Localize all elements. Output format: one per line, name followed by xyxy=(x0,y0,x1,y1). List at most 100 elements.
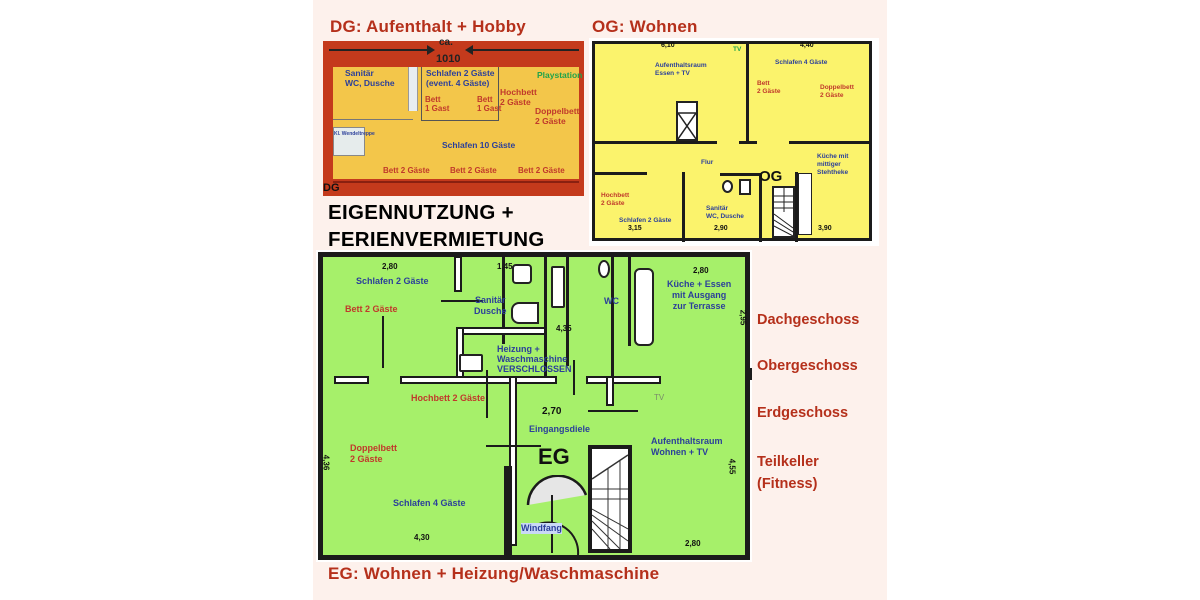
eg-wall xyxy=(611,256,614,406)
legend-obergeschoss: Obergeschoss xyxy=(757,358,858,374)
og-bett-2: Bett 2 Gäste xyxy=(757,80,781,95)
eg-wall xyxy=(441,300,483,302)
title-line-2: FERIENVERMIETUNG xyxy=(328,228,545,251)
dg-bett-2a: Bett 2 Gäste xyxy=(383,166,430,175)
dg-tag: DG xyxy=(323,182,340,194)
og-wall xyxy=(720,173,760,176)
eg-wall xyxy=(628,256,631,346)
dg-spiral-stair xyxy=(333,127,365,156)
eg-door-line xyxy=(588,410,638,412)
dg-partition xyxy=(421,120,499,121)
og-wall xyxy=(739,141,757,144)
eg-room-aufenthalt: Aufenthaltsraum Wohnen + TV xyxy=(651,436,723,457)
eg-washing-machine-icon xyxy=(459,354,483,372)
eg-room-wc: WC xyxy=(604,296,619,306)
eg-dim-right-side: 4,55 xyxy=(727,458,737,475)
og-room-schlafen-4: Schlafen 4 Gäste xyxy=(775,59,828,66)
eg-wall xyxy=(502,256,505,344)
eg-sink-icon xyxy=(512,264,532,284)
og-tag: OG xyxy=(759,168,783,185)
eg-wall xyxy=(586,376,661,384)
og-dim-5: 3,90 xyxy=(818,225,832,232)
og-room-aufenthalt: Aufenthaltsraum Essen + TV xyxy=(655,62,707,77)
eg-room-windfang: Windfang xyxy=(521,523,562,534)
og-sink-icon xyxy=(739,179,751,195)
dimension-ca: ca. xyxy=(439,37,453,48)
og-heading: OG: Wohnen xyxy=(592,17,698,36)
og-staircase xyxy=(772,186,795,238)
eg-windfang-area xyxy=(522,474,588,556)
dimension-line-left xyxy=(329,49,429,51)
eg-wall xyxy=(454,256,462,292)
og-dim-1: 6,10 xyxy=(661,42,675,49)
legend-dachgeschoss: Dachgeschoss xyxy=(757,312,860,328)
og-wall xyxy=(746,44,749,141)
eg-hochbett: Hochbett 2 Gäste xyxy=(411,393,486,403)
eg-wall xyxy=(456,327,546,335)
eg-doppelbett: Doppelbett 2 Gäste xyxy=(350,443,397,464)
dg-floorplan: ca. 1010 DG xyxy=(323,37,584,196)
dg-wall-window xyxy=(408,67,418,111)
og-flur: Flur xyxy=(701,159,714,166)
eg-door-line xyxy=(382,316,384,368)
stairs-icon xyxy=(774,188,793,236)
og-dim-2: 4,40 xyxy=(800,42,814,49)
eg-door-line xyxy=(486,370,488,418)
eg-wall-stub xyxy=(746,368,752,380)
eg-wall xyxy=(566,256,569,366)
eg-kitchen-counter xyxy=(634,268,654,346)
eg-staircase xyxy=(588,445,632,553)
dg-partition xyxy=(498,67,499,121)
eg-wall xyxy=(400,376,557,384)
og-room-sanitaer: Sanitär WC, Dusche xyxy=(706,205,744,220)
eg-dim-top-left: 2,80 xyxy=(382,262,398,271)
dg-floor-area xyxy=(333,67,579,179)
legend-erdgeschoss: Erdgeschoss xyxy=(757,405,849,421)
eg-dim-bath: 4,35 xyxy=(556,324,572,333)
eg-dim-top-right: 2,80 xyxy=(693,266,709,275)
eg-wall xyxy=(606,376,614,406)
eg-room-eingangsdiele: Eingangsdiele xyxy=(529,424,591,434)
arrow-right-icon xyxy=(427,45,435,55)
og-wall xyxy=(592,172,647,175)
eg-shower-tray xyxy=(511,302,539,324)
dg-bett-2c: Bett 2 Gäste xyxy=(518,166,565,175)
og-wall xyxy=(795,172,798,242)
eg-tv: TV xyxy=(654,393,665,402)
og-wall xyxy=(789,141,872,144)
eg-dim-left-side: 4,36 xyxy=(321,454,331,471)
dg-bett-1b: Bett 1 Gast xyxy=(477,95,502,113)
eg-wall xyxy=(509,376,517,546)
eg-bathtub-icon xyxy=(551,266,565,308)
og-doppelbett: Doppelbett 2 Gäste xyxy=(820,84,854,99)
dimension-1010: 1010 xyxy=(436,53,461,65)
og-room-kueche: Küche mit mittiger Stehtheke xyxy=(817,153,849,176)
eg-room-sanitaer: Sanitär Dusche xyxy=(474,295,507,316)
eg-dim-top-mid: 1,45 xyxy=(497,262,513,271)
og-wall xyxy=(759,173,762,242)
stairs-icon xyxy=(592,454,628,549)
og-toilet-icon xyxy=(722,180,733,193)
eg-wall xyxy=(334,376,369,384)
eg-door-line xyxy=(573,360,575,395)
dg-bottom-wall xyxy=(333,181,579,183)
eg-dim-kitchen-side: 2,95 xyxy=(738,309,748,326)
dg-bett-2b: Bett 2 Gäste xyxy=(450,166,497,175)
dg-bett-1a: Bett 1 Gast xyxy=(425,95,450,113)
eg-dim-hall: 2,70 xyxy=(542,406,562,417)
dimension-line-right xyxy=(473,49,579,51)
title-line-1: EIGENNUTZUNG + xyxy=(328,201,514,224)
dg-partition xyxy=(421,67,422,121)
og-dim-4: 2,90 xyxy=(714,225,728,232)
legend-teilkeller: Teilkeller (Fitness) xyxy=(757,454,819,492)
arrow-left-icon xyxy=(465,45,473,55)
eg-bett-2: Bett 2 Gäste xyxy=(345,304,398,314)
eg-floorplan: EG xyxy=(316,250,752,562)
door-arc-icon xyxy=(526,474,588,556)
og-cabinet xyxy=(676,101,698,141)
eg-dim-bottom-right: 2,80 xyxy=(685,539,701,548)
og-dim-3: 3,15 xyxy=(628,225,642,232)
eg-room-kueche: Küche + Essen mit Ausgang zur Terrasse xyxy=(667,279,732,311)
eg-room-schlafen-4: Schlafen 4 Gäste xyxy=(393,498,466,508)
eg-dim-bottom-left: 4,30 xyxy=(414,533,430,542)
